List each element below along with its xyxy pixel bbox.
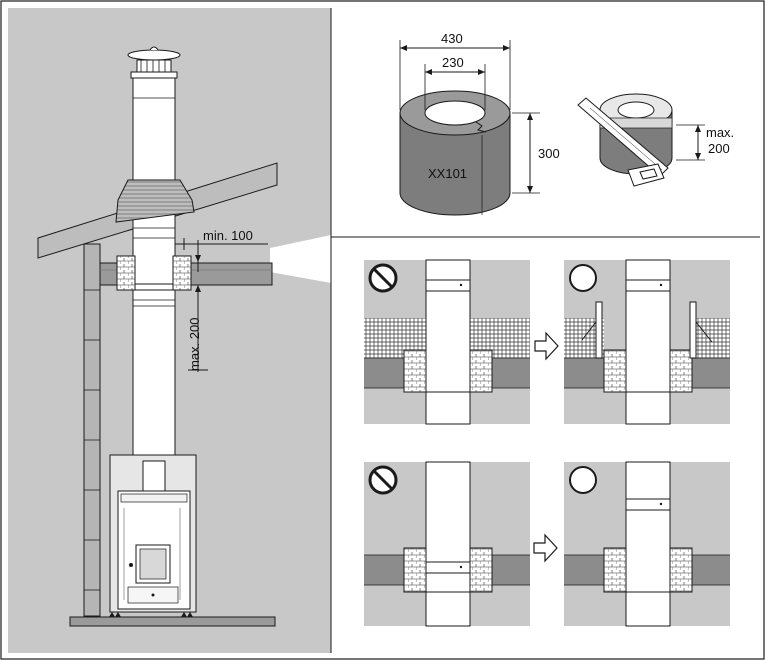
arrow-right-icon <box>533 533 558 563</box>
outer-diameter-dimension: 430 <box>399 31 511 110</box>
chimney-cap <box>127 46 181 79</box>
outer-diameter-label: 430 <box>441 31 463 46</box>
inner-diameter-dimension: 230 <box>424 55 486 110</box>
ceiling-insulation-left <box>116 255 136 291</box>
step-panel-top-left <box>364 259 530 425</box>
cut-max-value: 200 <box>708 141 730 156</box>
arrow-right-icon <box>534 331 559 361</box>
ok-circle-icon <box>569 466 597 494</box>
left-panel: min. 100 max. 200 <box>8 8 332 653</box>
max-label: max. 200 <box>187 318 202 371</box>
height-label: 300 <box>538 146 560 161</box>
ok-circle-icon <box>569 264 597 292</box>
floor <box>69 616 276 627</box>
insulation-ring: XX101 <box>399 90 511 216</box>
callout-wedge <box>270 235 331 283</box>
clearance-label: min. 100 <box>203 228 253 243</box>
step-panel-top-right <box>564 259 730 425</box>
cut-max-label: max. <box>706 125 734 140</box>
chimney-pipe <box>132 77 176 462</box>
saw-blade <box>577 97 669 177</box>
height-dimension: 300 <box>512 112 560 194</box>
max-dimension: max. 200 <box>187 292 208 372</box>
ceiling-insulation-right <box>172 255 192 291</box>
wall-left <box>83 243 101 617</box>
clearance-dimension: min. 100 <box>175 228 268 292</box>
prohibited-icon <box>368 263 398 293</box>
stove <box>109 454 197 617</box>
model-label: XX101 <box>428 166 467 181</box>
step-panel-bottom-right <box>564 461 730 627</box>
inner-diameter-label: 230 <box>442 55 464 70</box>
cut-max-dimension: max. 200 <box>676 124 734 161</box>
product-illustration: XX101 430 230 300 <box>331 31 760 238</box>
roof-flashing <box>115 179 195 223</box>
cut-illustration <box>577 93 673 187</box>
step-panel-bottom-left <box>364 461 530 627</box>
prohibited-icon <box>368 465 398 495</box>
